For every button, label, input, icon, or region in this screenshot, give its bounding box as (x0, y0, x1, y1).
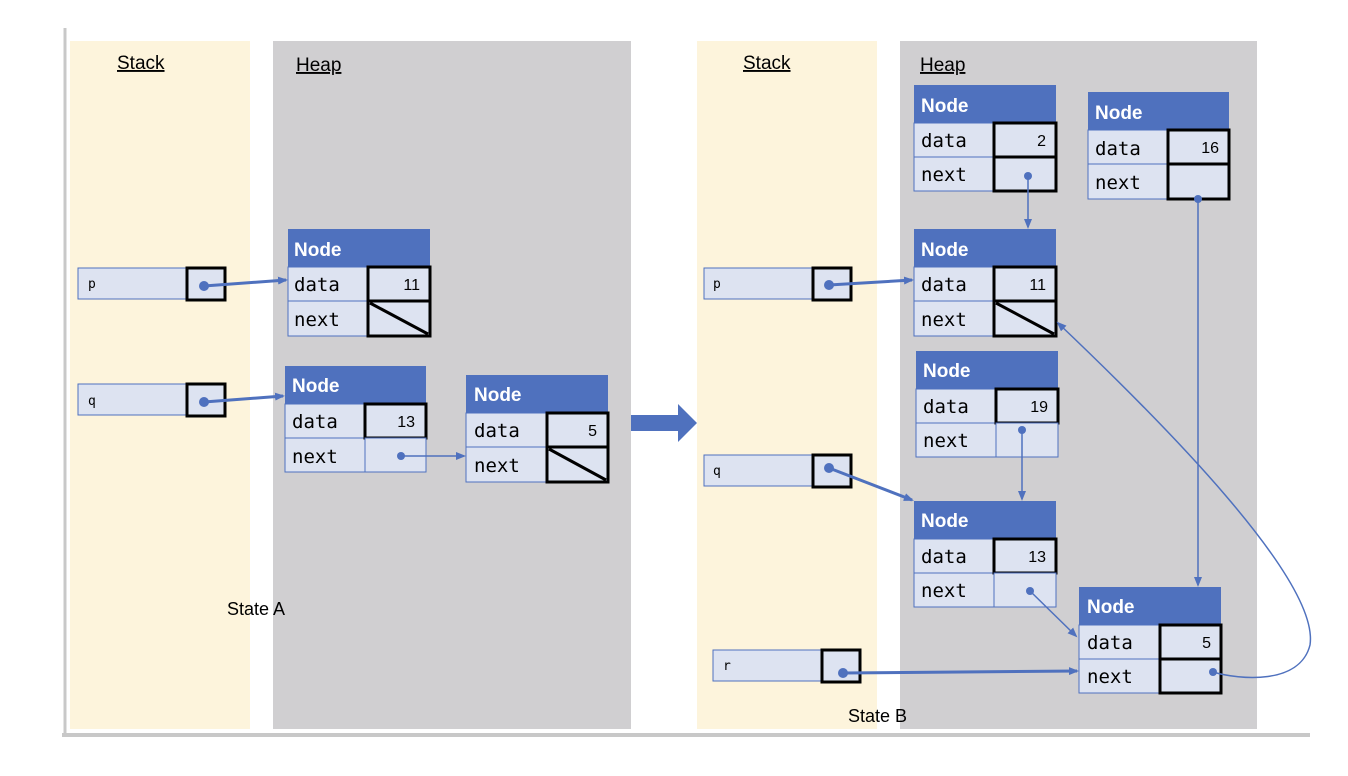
node-header: Node (1087, 597, 1135, 618)
next-label: next (921, 309, 967, 331)
node-header: Node (474, 385, 522, 406)
data-label: data (292, 411, 338, 433)
data-cell (992, 537, 1058, 575)
null-slash (369, 301, 429, 336)
stack-label-b: Stack (743, 53, 791, 74)
variable-name: p (713, 277, 721, 292)
stack-region-b (697, 41, 877, 729)
variable-name: p (88, 277, 96, 292)
data-label: data (474, 420, 520, 442)
data-label: data (294, 274, 340, 296)
data-label: data (1095, 138, 1141, 160)
data-cell (545, 411, 610, 449)
next-label: next (474, 455, 520, 477)
pointer-q-to-node-13 (203, 392, 285, 404)
data-value: 11 (403, 277, 420, 294)
node-2: Node data next 2 (913, 85, 1058, 193)
data-value: 5 (1202, 635, 1211, 652)
data-cell (1166, 128, 1231, 166)
data-cell (992, 121, 1058, 159)
next-cell (364, 437, 427, 473)
data-cell (363, 402, 428, 440)
pointer-p-to-node-11 (828, 276, 914, 287)
stack-variable-q: q (703, 453, 853, 489)
next-label: next (923, 430, 969, 452)
data-label: data (921, 130, 967, 152)
node-header: Node (921, 511, 969, 532)
state-b-caption: State B (848, 706, 907, 726)
variable-name: q (713, 464, 721, 479)
next-label: next (921, 580, 967, 602)
data-value: 5 (588, 423, 597, 440)
pointer-5-to-11 (1056, 321, 1312, 679)
data-cell (1158, 623, 1223, 661)
pointer-q-to-node-13 (828, 466, 914, 502)
data-cell (366, 265, 432, 303)
pointer-r-to-node-5 (842, 667, 1079, 676)
node-19: Node data next 19 (915, 351, 1060, 458)
node-11: Node data next 11 (913, 229, 1058, 338)
stack-variable-r: r (712, 648, 862, 684)
node-11: Node data next 11 (287, 229, 432, 338)
next-cell (993, 572, 1057, 608)
next-cell (1158, 657, 1223, 695)
node-5: Node data next 5 (1078, 587, 1223, 695)
node-5: Node data next 5 (465, 375, 610, 484)
data-value: 11 (1029, 277, 1046, 294)
node-13: Node data next 13 (284, 366, 428, 473)
data-value: 13 (1028, 549, 1046, 566)
null-slash (548, 447, 607, 482)
node-16: Node data next 16 (1087, 92, 1231, 201)
stack-label-a: Stack (117, 53, 165, 74)
node-header: Node (921, 96, 969, 117)
heap-label-a: Heap (296, 55, 341, 76)
null-slash (995, 301, 1055, 336)
data-value: 2 (1037, 133, 1046, 150)
next-label: next (921, 164, 967, 186)
next-label: next (1087, 666, 1133, 688)
variable-name: r (723, 659, 731, 674)
pointer-arrows-a (199, 276, 466, 460)
node-header: Node (923, 361, 971, 382)
next-cell (1166, 162, 1231, 201)
pointer-p-to-node-11 (203, 276, 288, 288)
node-header: Node (921, 240, 969, 261)
next-label: next (292, 446, 338, 468)
data-value: 19 (1030, 399, 1048, 416)
node-header: Node (294, 240, 342, 261)
pointer-cell (820, 648, 862, 684)
state-a-caption: State A (227, 599, 285, 619)
node-13: Node data next 13 (913, 501, 1058, 608)
variable-name: q (88, 394, 96, 409)
data-cell (992, 265, 1058, 303)
pointer-arrows-b (824, 172, 1312, 679)
node-header: Node (292, 376, 340, 397)
node-header: Node (1095, 103, 1143, 124)
data-label: data (921, 546, 967, 568)
data-label: data (1087, 632, 1133, 654)
transition-arrow (631, 404, 697, 442)
heap-label-b: Heap (920, 55, 965, 76)
data-label: data (923, 396, 969, 418)
pointer-13-to-5 (1029, 590, 1078, 638)
data-cell (994, 387, 1060, 425)
next-cell (995, 422, 1059, 458)
data-label: data (921, 274, 967, 296)
next-label: next (1095, 172, 1141, 194)
next-label: next (294, 309, 340, 331)
data-value: 16 (1201, 140, 1219, 157)
data-value: 13 (397, 414, 415, 431)
